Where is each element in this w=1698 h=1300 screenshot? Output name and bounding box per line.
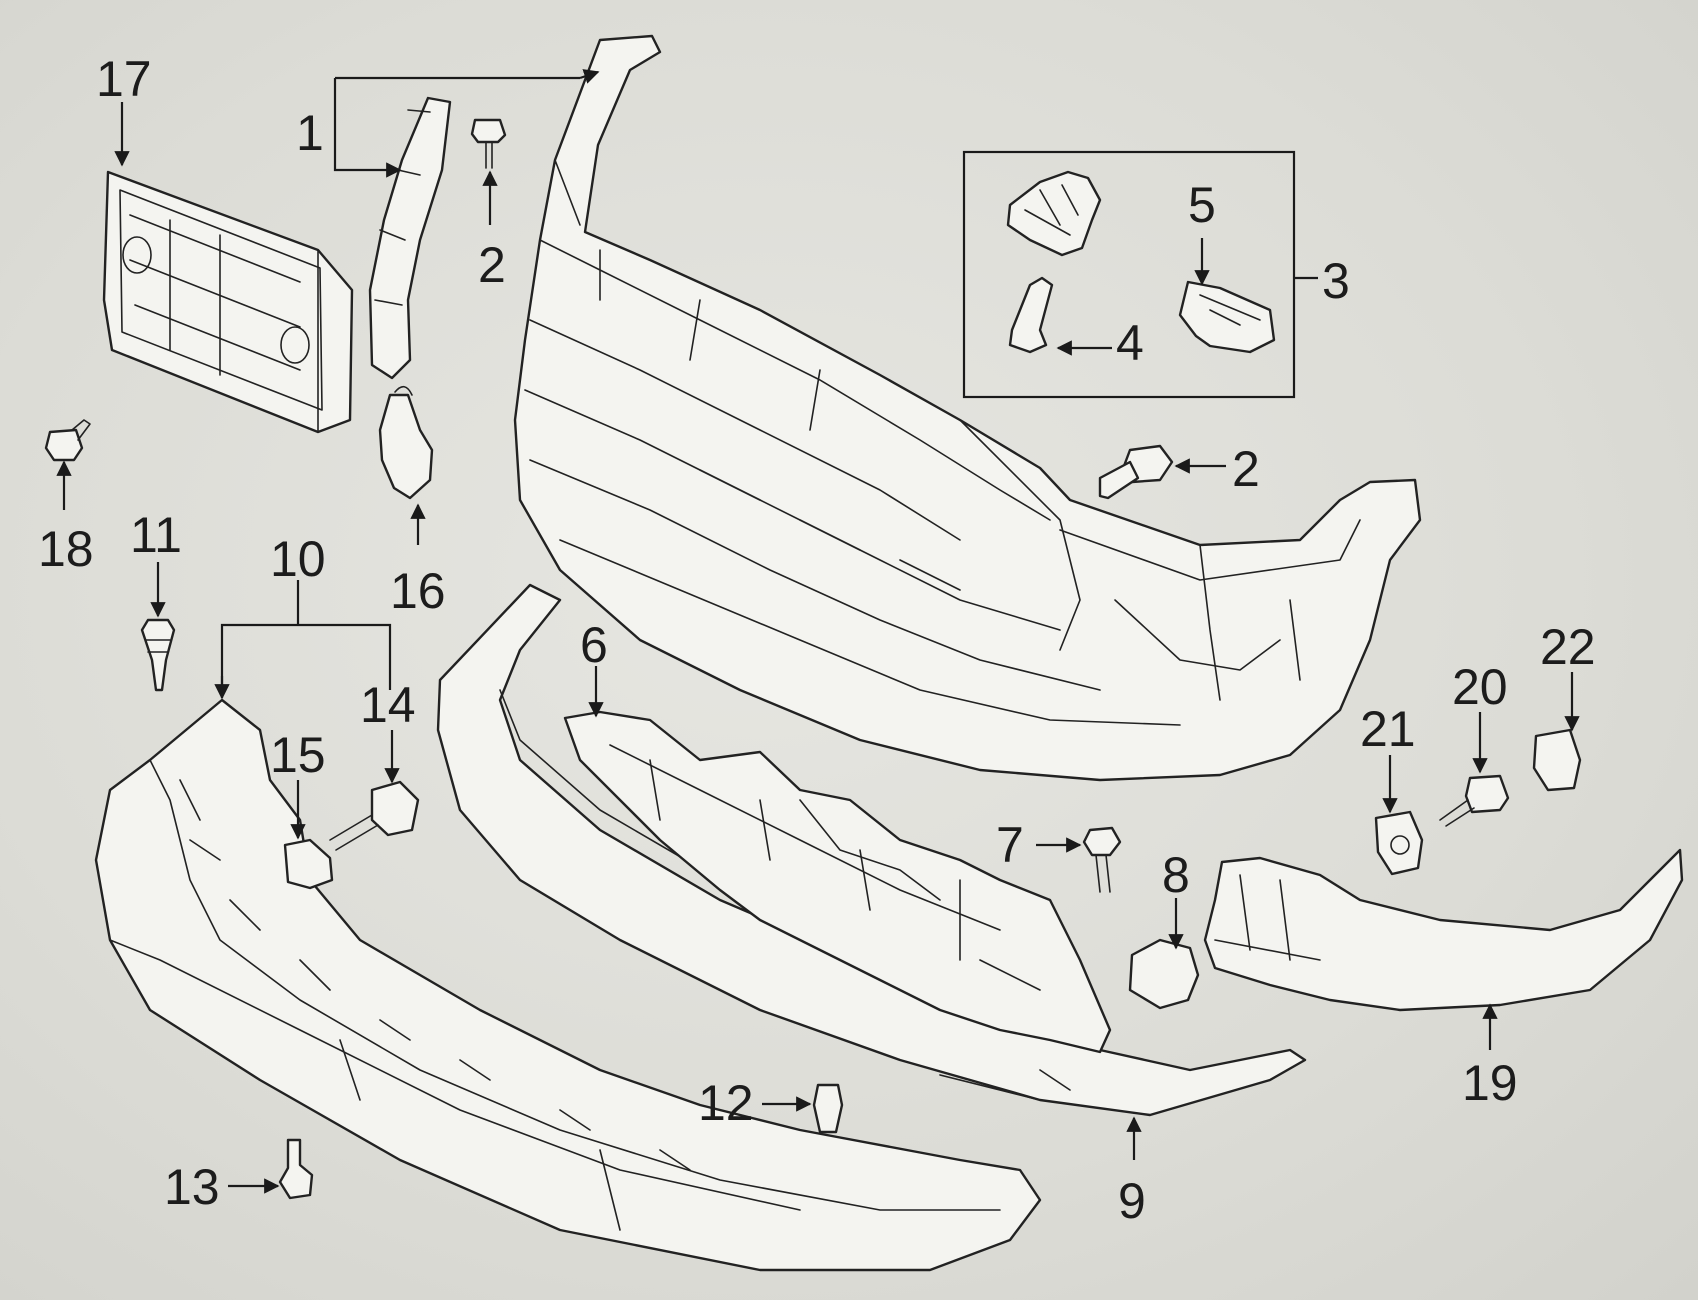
- side-bracket-upper: [368, 96, 452, 380]
- callout-20: 20: [1452, 659, 1508, 715]
- clip-13: [278, 1138, 314, 1200]
- callout-7: 7: [996, 817, 1024, 873]
- callout-21: 21: [1360, 701, 1416, 757]
- front-bumper-cover: [513, 34, 1422, 782]
- callout-5: 5: [1188, 177, 1216, 233]
- retainer-15: [283, 838, 334, 890]
- screw-20: [1439, 774, 1510, 827]
- bolt-right: [1098, 444, 1174, 500]
- screw-14: [329, 780, 420, 851]
- callout-4: 4: [1116, 315, 1144, 371]
- lower-valance: [1203, 848, 1684, 1012]
- callout-1: 1: [296, 105, 324, 161]
- sensor-bracket: [378, 385, 434, 500]
- callout-labels: 17 1 2 2 3 4 5 6 7 8 9 10 11 12 13 14 15…: [38, 51, 1596, 1229]
- license-plate-bracket: [102, 170, 354, 434]
- callout-9: 9: [1118, 1173, 1146, 1229]
- callout-22: 22: [1540, 619, 1596, 675]
- callout-8: 8: [1162, 847, 1190, 903]
- clip-22: [1532, 728, 1582, 792]
- callout-15: 15: [270, 727, 326, 783]
- callout-2-right: 2: [1232, 441, 1260, 497]
- push-clip-11: [140, 618, 176, 692]
- callout-3: 3: [1322, 253, 1350, 309]
- callout-13: 13: [164, 1159, 220, 1215]
- bolt-7: [1082, 826, 1122, 893]
- callout-6: 6: [580, 617, 608, 673]
- callout-17: 17: [96, 51, 152, 107]
- leader-lines: [56, 69, 1580, 1194]
- clip-12: [812, 1083, 844, 1134]
- bolt-upper: [470, 118, 507, 169]
- bolt-18: [44, 419, 91, 462]
- bumper-carrier: [563, 710, 1112, 1054]
- callout-16: 16: [390, 563, 446, 619]
- nut-21: [1374, 810, 1424, 876]
- callout-12: 12: [698, 1075, 754, 1131]
- callout-18: 18: [38, 521, 94, 577]
- bracket-8: [1128, 938, 1200, 1010]
- fastener-inset-box: [962, 150, 1296, 399]
- callout-2-upper: 2: [478, 237, 506, 293]
- callout-14: 14: [360, 677, 416, 733]
- callout-11: 11: [130, 507, 182, 563]
- callout-19: 19: [1462, 1055, 1518, 1111]
- callout-10: 10: [270, 531, 326, 587]
